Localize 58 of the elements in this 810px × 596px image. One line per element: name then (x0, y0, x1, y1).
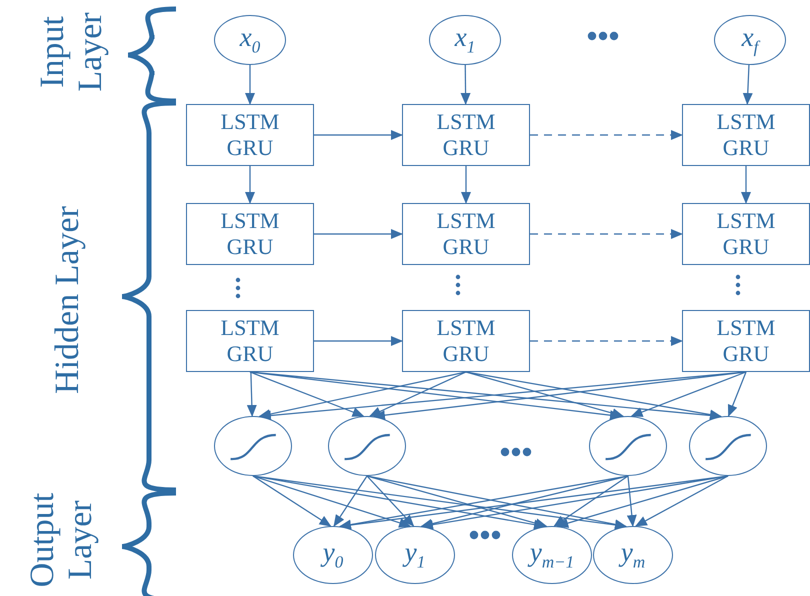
arrow (314, 229, 403, 239)
cell-label: LSTM GRU (716, 208, 776, 260)
cell-label: LSTM GRU (220, 315, 280, 367)
arrow (460, 65, 471, 105)
lstm-gru-box (402, 104, 530, 166)
arrow (466, 371, 624, 418)
arrow (314, 336, 403, 346)
arrow (461, 166, 471, 204)
arrow (250, 371, 364, 417)
layer-label: Output Layer (23, 492, 100, 590)
cell-label: LSTM GRU (436, 109, 496, 161)
arrow (369, 371, 466, 417)
arrow (742, 64, 753, 105)
variable-label: y$_{1}$ (404, 537, 426, 573)
arrow (420, 475, 628, 529)
arrow (634, 475, 728, 527)
arrow (245, 166, 255, 204)
layer-label: Input Layer (33, 11, 110, 94)
lstm-gru-box (402, 310, 530, 372)
arrow (741, 166, 751, 204)
arrow (333, 476, 368, 527)
cell-label: LSTM GRU (436, 315, 496, 367)
arrow (626, 476, 637, 527)
arrow (366, 475, 548, 528)
cell-label: LSTM GRU (716, 109, 776, 161)
variable-label: x$_{f}$ (742, 22, 758, 58)
lstm-gru-box (682, 310, 810, 372)
arrow (258, 371, 466, 419)
arrow (553, 476, 628, 527)
arrow (252, 476, 332, 527)
arrow (466, 371, 722, 420)
arrow (530, 336, 683, 346)
cell-label: LSTM GRU (716, 315, 776, 367)
arrow (728, 372, 747, 417)
arrow (530, 229, 683, 239)
lstm-gru-box (402, 203, 530, 265)
arrow (314, 130, 403, 140)
arrow (252, 475, 412, 528)
cell-label: LSTM GRU (436, 208, 496, 260)
variable-label: y$_{m−1}$ (530, 537, 574, 573)
variable-label: y$_{0}$ (322, 537, 344, 573)
variable-label: x$_{0}$ (240, 22, 260, 58)
variable-label: y$_{m}$ (620, 537, 646, 573)
variable-label: x$_{1}$ (454, 22, 476, 58)
layer-label: Hidden Layer (48, 205, 87, 396)
lstm-gru-box (186, 310, 314, 372)
arrow (245, 65, 255, 105)
arrow (630, 371, 746, 417)
cell-label: LSTM GRU (220, 208, 280, 260)
arrow (366, 476, 414, 527)
lstm-gru-box (682, 104, 810, 166)
arrow (530, 130, 683, 140)
arrow (246, 372, 257, 417)
lstm-gru-box (186, 104, 314, 166)
cell-label: LSTM GRU (220, 109, 280, 161)
arrow (556, 475, 728, 528)
lstm-gru-box (186, 203, 314, 265)
lstm-gru-box (682, 203, 810, 265)
